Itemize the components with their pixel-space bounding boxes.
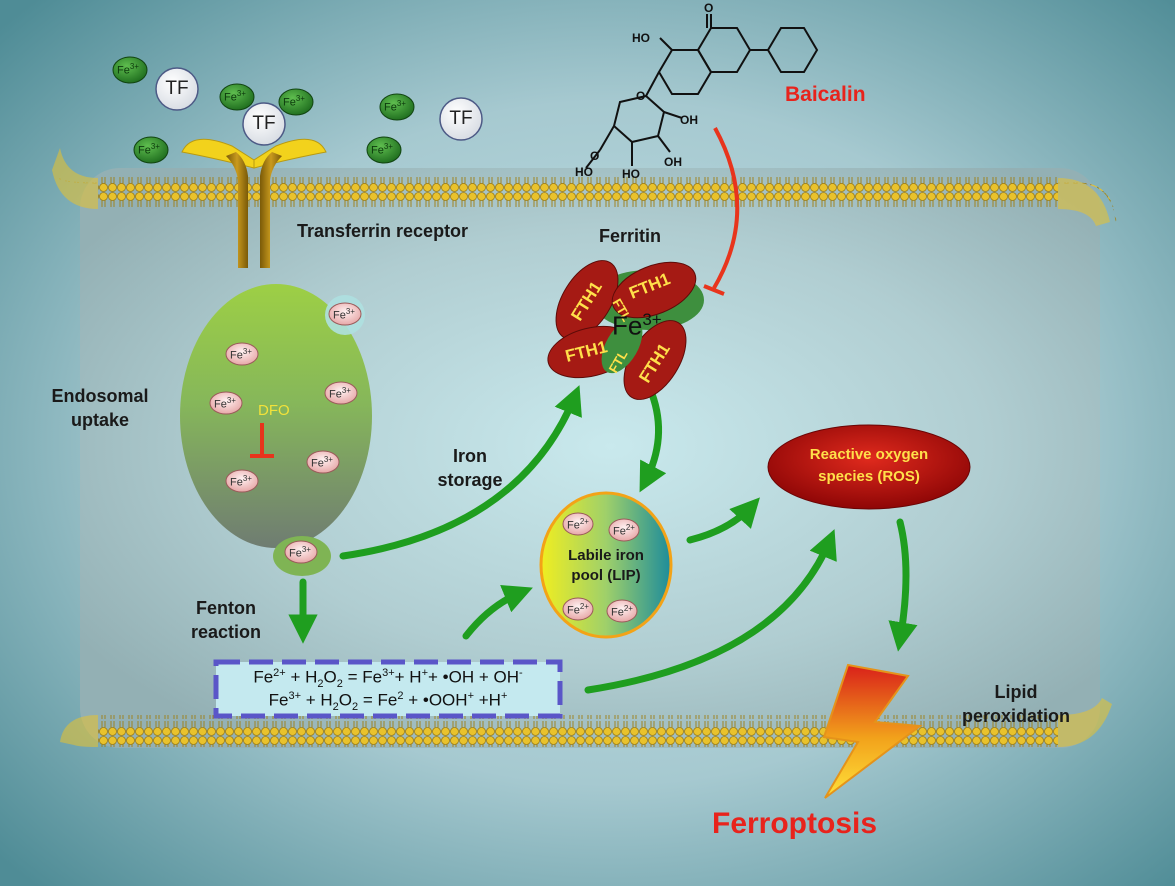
outside-fe-label: Fe3+	[224, 89, 246, 104]
endosomal-uptake-label: Endosomal uptake	[51, 386, 149, 430]
outside-fe-label: Fe3+	[384, 99, 406, 114]
iron-storage-label: Iron storage	[437, 446, 503, 490]
svg-text:HO: HO	[575, 165, 593, 179]
transferrin-receptor-label: Transferrin receptor	[297, 221, 469, 241]
baicalin-structure	[585, 14, 819, 169]
svg-text:OH: OH	[664, 155, 682, 169]
ros-label: Reactive oxygen species (ROS)	[809, 446, 929, 485]
upper-membrane	[98, 177, 1058, 209]
svg-text:HO: HO	[622, 167, 640, 181]
fenton-equation-line-1: Fe2+ + H2O2 = Fe3++ H++ •OH + OH-	[253, 667, 523, 691]
lip-fe-label: Fe2+	[567, 602, 589, 617]
endosome-fe-label: Fe3+	[289, 545, 311, 560]
endosome-fe-label: Fe3+	[230, 347, 252, 362]
outside-fe-label: Fe3+	[117, 62, 139, 77]
arrow-ferritin-to-lip	[639, 390, 667, 493]
inside-fe-ions	[209, 302, 640, 623]
svg-text:O: O	[636, 89, 645, 103]
receptor-right-stalk	[260, 152, 282, 268]
baicalin-inhibit-bar	[703, 284, 725, 296]
svg-text:OH: OH	[680, 113, 698, 127]
labile-iron-pool-label: Labile iron pool (LIP)	[568, 547, 644, 584]
baicalin-inhibit-line	[712, 127, 740, 290]
fenton-reaction-label: Fenton reaction	[190, 598, 262, 642]
svg-text:O: O	[590, 149, 599, 163]
ferritin-label: Ferritin	[599, 226, 662, 246]
upper-membrane-left-curve	[52, 148, 98, 209]
endosome-fe-label: Fe3+	[214, 396, 236, 411]
arrow-equation-to-ros	[584, 529, 837, 694]
outside-fe-label: Fe3+	[283, 94, 305, 109]
lip-fe-label: Fe2+	[567, 517, 589, 532]
endosome-fe-label: Fe3+	[230, 474, 252, 489]
lip-fe-label: Fe2+	[611, 604, 633, 619]
arrow-equation-to-lip	[462, 585, 533, 640]
baicalin-label: Baicalin	[785, 83, 866, 106]
endosome-fe-label: Fe3+	[329, 386, 351, 401]
arrow-iron-storage	[339, 385, 582, 560]
fenton-equation-box	[213, 659, 563, 719]
transferrin-label: TF	[252, 113, 276, 134]
endosome-fe-label: Fe3+	[311, 455, 333, 470]
ferritin-core-label: Fe3+	[612, 310, 662, 341]
ferroptosis-label: Ferroptosis	[712, 807, 878, 840]
arrow-lip-to-ros	[686, 497, 760, 544]
lower-membrane-right-curve	[1058, 698, 1112, 747]
fenton-equation-line-2: Fe3+ + H2O2 = Fe2 + •OOH+ +H+	[268, 690, 508, 714]
transferrin-label: TF	[165, 78, 189, 99]
lipid-peroxidation-label: Lipid peroxidation	[961, 682, 1070, 726]
baicalin-atoms: O HO O HO O HO OH OH	[575, 1, 713, 181]
dfo-label: DFO	[258, 402, 290, 419]
transferrin-molecules	[155, 67, 483, 146]
lower-membrane-left-curve	[60, 715, 98, 747]
ferroptosis-bolt	[822, 663, 923, 799]
upper-membrane-right-curve	[1058, 178, 1110, 226]
svg-text:HO: HO	[632, 31, 650, 45]
lip-fe-label: Fe2+	[613, 523, 635, 538]
ros-ellipse	[767, 424, 971, 510]
outside-fe-ions	[112, 56, 415, 164]
svg-text:O: O	[704, 1, 713, 15]
receptor-left-stalk	[226, 152, 248, 268]
transferrin-label: TF	[449, 108, 473, 129]
endosome-fe-label: Fe3+	[333, 307, 355, 322]
outside-fe-label: Fe3+	[138, 142, 160, 157]
ferritin-cluster	[547, 260, 704, 400]
outside-fe-label: Fe3+	[371, 142, 393, 157]
arrow-ros-to-lipid	[888, 518, 918, 652]
